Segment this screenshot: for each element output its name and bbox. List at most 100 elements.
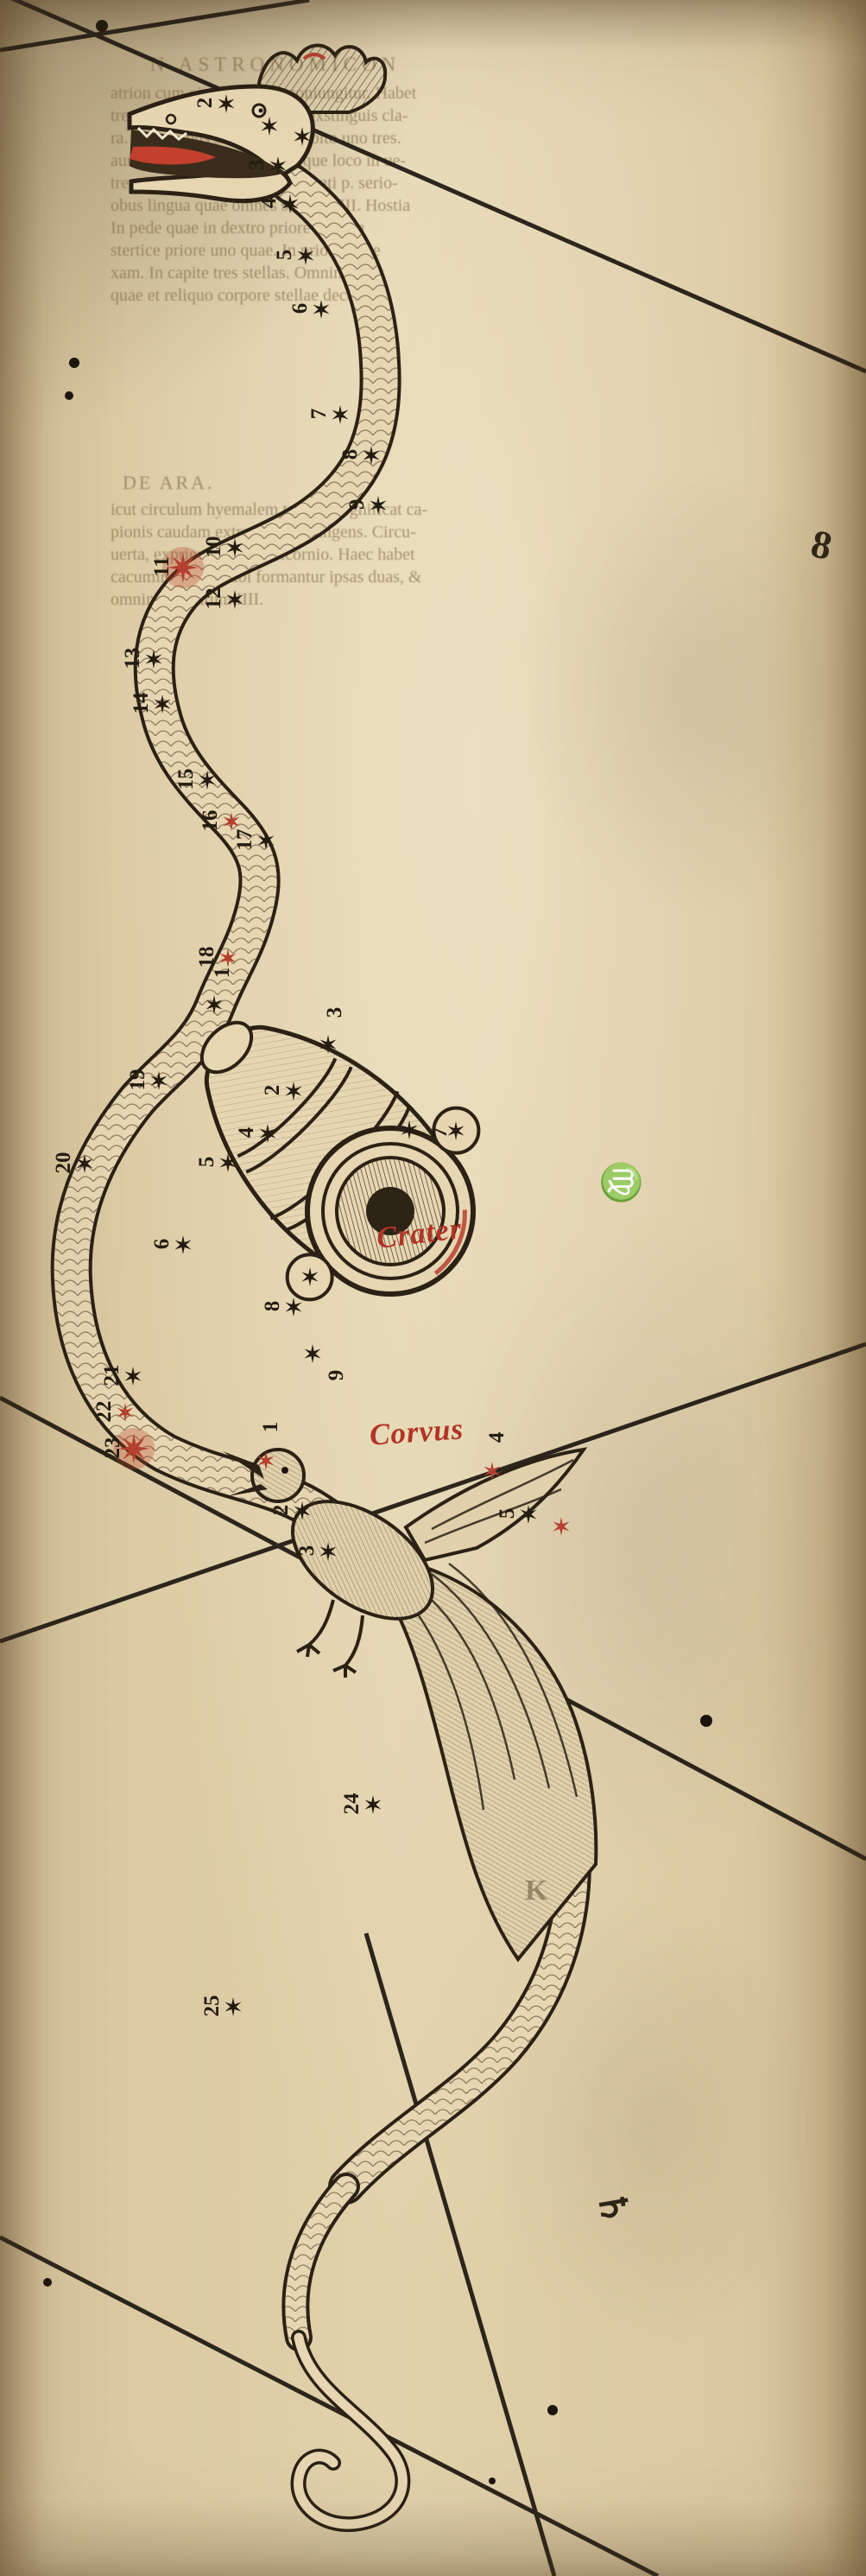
star-crater-8 [285,1298,302,1317]
handwritten-annotation-corvus: Corvus [368,1412,465,1452]
star-label-hydra-16: 16 [199,809,222,832]
star-crater-2 [285,1082,302,1101]
star-label-crater-6: 6 [150,1238,174,1250]
star-label-corvus-1: 1 [259,1421,282,1433]
star-hydra-18 [219,949,237,968]
star-hydra-11 [162,547,204,588]
star-crater-1 [205,995,223,1014]
bleed-line: In pede quae in dextro priore tum. In [111,219,365,238]
star-label-hydra-21: 21 [100,1364,123,1386]
star-hydra-22 [117,1403,134,1422]
bleed-line: xam. In capite tres stellas. Omnino sunt [111,263,384,282]
star-hydra-25 [224,1997,242,2016]
star-label-hydra-14: 14 [130,692,153,714]
star-label-crater-3: 3 [323,1006,346,1018]
star-label-crater-2: 2 [261,1084,284,1096]
star-label-crater-5: 5 [195,1156,218,1168]
star-crater-5 [219,1153,237,1172]
serpent-tongue [130,146,216,165]
star-label-hydra-5: 5 [273,249,296,261]
star-corvus-2 [294,1501,311,1520]
star-label-hydra-4: 4 [257,197,281,209]
saturn-symbol: ♄ [589,2187,637,2229]
star-crater-3 [319,1035,337,1054]
serpent-teeth [136,126,187,141]
crater-urn [199,1020,481,1302]
star-label-hydra-3: 3 [245,159,269,171]
star-label-corvus-3: 3 [295,1545,319,1557]
star-hydra [294,127,311,146]
star-hydra-19 [150,1071,168,1090]
star-label-hydra-7: 7 [307,408,331,420]
star-corvus [553,1517,570,1536]
star-corvus-3 [319,1542,337,1561]
serpent-head [127,43,388,204]
star-label-hydra-25: 25 [200,1995,224,2017]
star-corvus-4 [484,1462,501,1481]
star-label-hydra-6: 6 [288,302,312,314]
corvus-leg-front [296,1599,335,1658]
star-hydra [261,117,278,136]
star-extra [447,1121,465,1140]
star-extra [301,1267,319,1286]
ink-dot [700,1715,712,1727]
star-hydra-23 [113,1428,155,1469]
ink-dot [547,2405,558,2415]
corvus-eye [281,1467,288,1474]
star-label-hydra-15: 15 [174,768,198,790]
ink-dot [489,2478,496,2484]
serpent-nostril [165,113,177,125]
star-label-hydra-9: 9 [345,498,369,511]
star-label-corvus-5: 5 [496,1507,519,1520]
star-label-crater-4: 4 [235,1126,258,1139]
star-hydra-6 [313,300,330,319]
corvus-beak-lower [228,1484,268,1496]
star-hydra-15 [199,771,216,790]
star-label-hydra-23: 23 [101,1437,124,1459]
bleed-line: quae et reliquo corpore stellae decem. [111,286,373,305]
star-label-crater-8: 8 [261,1300,284,1312]
bleedthrough-section-heading: DE ARA. [123,472,215,493]
star-label-crater-1: 1 [211,967,234,979]
star-label-crater-9: 9 [325,1369,348,1381]
red-accent-rim [433,1209,467,1276]
star-hydra-3 [269,156,287,175]
star-hydra-14 [154,695,171,714]
star-label-hydra-24: 24 [340,1792,363,1815]
star-label-corvus-4: 4 [485,1431,509,1443]
star-hydra-12 [226,590,243,609]
star-hydra-10 [226,538,243,557]
star-label-hydra-8: 8 [338,448,362,460]
star-hydra-2 [218,94,235,113]
bleedthrough-smudge [518,466,863,916]
star-label-hydra-11: 11 [150,556,174,577]
red-accent-crest [302,53,326,60]
ink-dot [43,2278,52,2287]
star-crater-4 [259,1124,276,1143]
star-hydra-17 [257,831,275,850]
bleed-letter-k: K [525,1875,548,1907]
star-label-hydra-12: 12 [202,587,225,610]
corvus-beak-upper [223,1451,264,1479]
crater-foot [199,1020,254,1075]
serpent-body [50,162,591,2533]
star-crater-7 [401,1120,418,1139]
star-label-hydra-17: 17 [233,828,256,851]
star-label-hydra-20: 20 [52,1152,75,1174]
star-crater-9 [304,1344,321,1363]
ink-dot [65,391,73,400]
ink-dot [69,358,79,368]
star-label-hydra-13: 13 [121,647,144,669]
star-hydra-9 [370,496,387,515]
star-hydra-20 [76,1154,93,1173]
star-hydra-4 [281,194,299,213]
ink-dot [96,20,108,32]
corvus-leg-back [332,1615,364,1678]
star-hydra-21 [124,1367,142,1386]
star-corvus-5 [520,1505,537,1524]
star-hydra-5 [297,246,314,265]
virgo-symbol: ♍ [600,1159,641,1206]
